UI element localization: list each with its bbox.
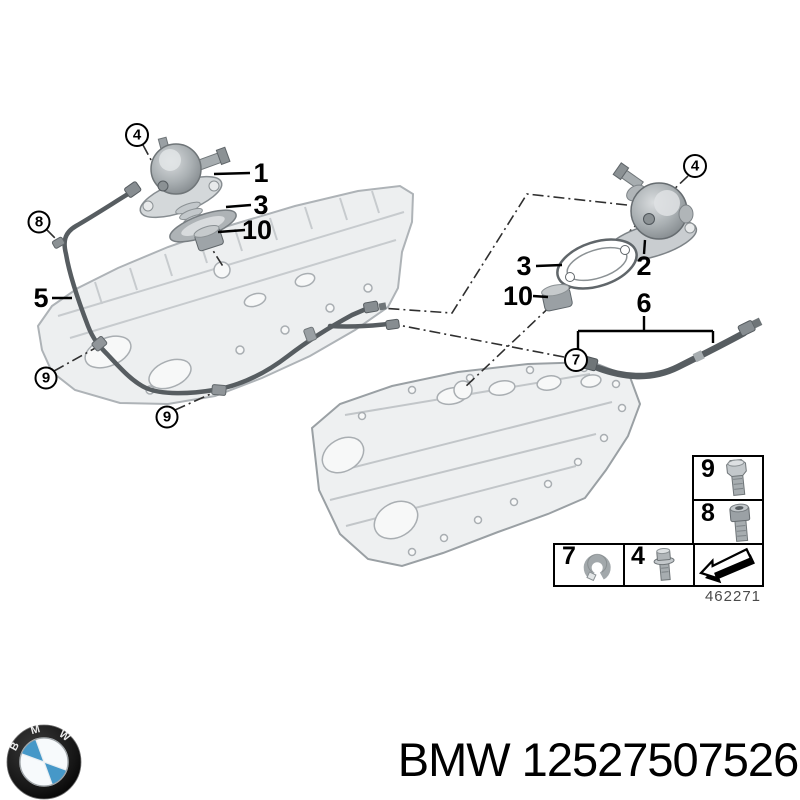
legend: 9 8 7 4 bbox=[553, 455, 764, 605]
clip-on-line bbox=[51, 236, 65, 249]
direction-arrow-icon bbox=[698, 547, 755, 584]
bracket-on-line bbox=[303, 326, 318, 343]
leader-lines bbox=[52, 171, 715, 351]
axis-left-pump-stack bbox=[182, 202, 225, 269]
socket-screw-icon bbox=[729, 503, 751, 542]
high-pressure-pump-left bbox=[139, 136, 237, 252]
bracket-6 bbox=[576, 316, 715, 351]
cover-ribs bbox=[94, 190, 380, 305]
flange-bolt-icon bbox=[653, 547, 675, 581]
callout-6: 6 bbox=[636, 288, 651, 318]
pump-mount-screw-right bbox=[643, 213, 655, 225]
callouts-plain: 1 3 10 5 2 3 10 6 bbox=[33, 158, 651, 318]
callout-circled-8: 8 bbox=[27, 210, 51, 234]
callout-2: 2 bbox=[636, 251, 651, 281]
line-fitting-tip bbox=[378, 302, 387, 311]
callout-10-left: 10 bbox=[242, 215, 272, 245]
leader-circled-9b bbox=[174, 391, 216, 411]
svg-text:9: 9 bbox=[163, 409, 171, 426]
footer: B M W BMW 12527507526 bbox=[6, 723, 799, 800]
line-fitting-nut bbox=[363, 300, 379, 314]
callout-1: 1 bbox=[253, 158, 268, 188]
callout-circled-9a: 9 bbox=[34, 366, 58, 390]
callout-3-left: 3 bbox=[253, 190, 268, 220]
svg-text:4: 4 bbox=[133, 127, 142, 144]
bmw-logo: B M W bbox=[6, 723, 82, 800]
svg-text:4: 4 bbox=[691, 158, 700, 175]
callout-circled-9b: 9 bbox=[155, 405, 179, 429]
gasket-right bbox=[556, 238, 638, 290]
svg-text:8: 8 bbox=[35, 214, 43, 231]
line-end-reference bbox=[379, 193, 628, 314]
pump-mount-screw-left bbox=[157, 180, 169, 192]
callout-3-right: 3 bbox=[516, 251, 531, 281]
callout-circled-4-right: 4 bbox=[683, 154, 707, 178]
retaining-clip-icon bbox=[583, 553, 611, 582]
callout-10-right: 10 bbox=[503, 281, 533, 311]
right-valve-cover bbox=[310, 360, 642, 568]
line-fitting-nut bbox=[124, 181, 142, 198]
part-number-text: BMW 12527507526 bbox=[398, 733, 798, 786]
svg-text:7: 7 bbox=[572, 352, 580, 369]
pump-mount-bore-left bbox=[213, 261, 231, 279]
figure-number: 462271 bbox=[705, 588, 761, 605]
line-fitting-nut bbox=[385, 318, 400, 331]
clamp-on-line bbox=[211, 384, 227, 396]
leader-circled-9a bbox=[53, 345, 100, 372]
legend-label-4: 4 bbox=[631, 542, 645, 570]
callouts-circled: 4 8 9 9 4 7 bbox=[27, 123, 707, 429]
fuel-feed-line-bank2 bbox=[578, 317, 763, 380]
hex-bolt-icon bbox=[726, 458, 747, 496]
damper-right bbox=[541, 283, 573, 312]
clamp-on-line bbox=[91, 335, 108, 352]
hose-fitting-tip bbox=[751, 317, 763, 329]
callout-5: 5 bbox=[33, 283, 48, 313]
svg-text:9: 9 bbox=[42, 370, 50, 387]
hose-band bbox=[692, 350, 705, 363]
leader-circled-8 bbox=[46, 229, 59, 242]
callout-circled-7: 7 bbox=[564, 348, 588, 372]
legend-label-9: 9 bbox=[701, 455, 715, 483]
legend-label-8: 8 bbox=[701, 499, 715, 527]
callout-circled-4-left: 4 bbox=[125, 123, 149, 147]
hose-fitting-nut bbox=[737, 320, 756, 337]
cover-bolt-bosses bbox=[357, 363, 627, 557]
fuel-line-bank1 bbox=[51, 181, 400, 396]
high-pressure-pump-right bbox=[541, 162, 698, 312]
damper-left bbox=[193, 225, 224, 252]
logo-letter-m: M bbox=[29, 723, 41, 737]
legend-label-7: 7 bbox=[562, 542, 576, 570]
leader-circled-7 bbox=[397, 324, 565, 358]
